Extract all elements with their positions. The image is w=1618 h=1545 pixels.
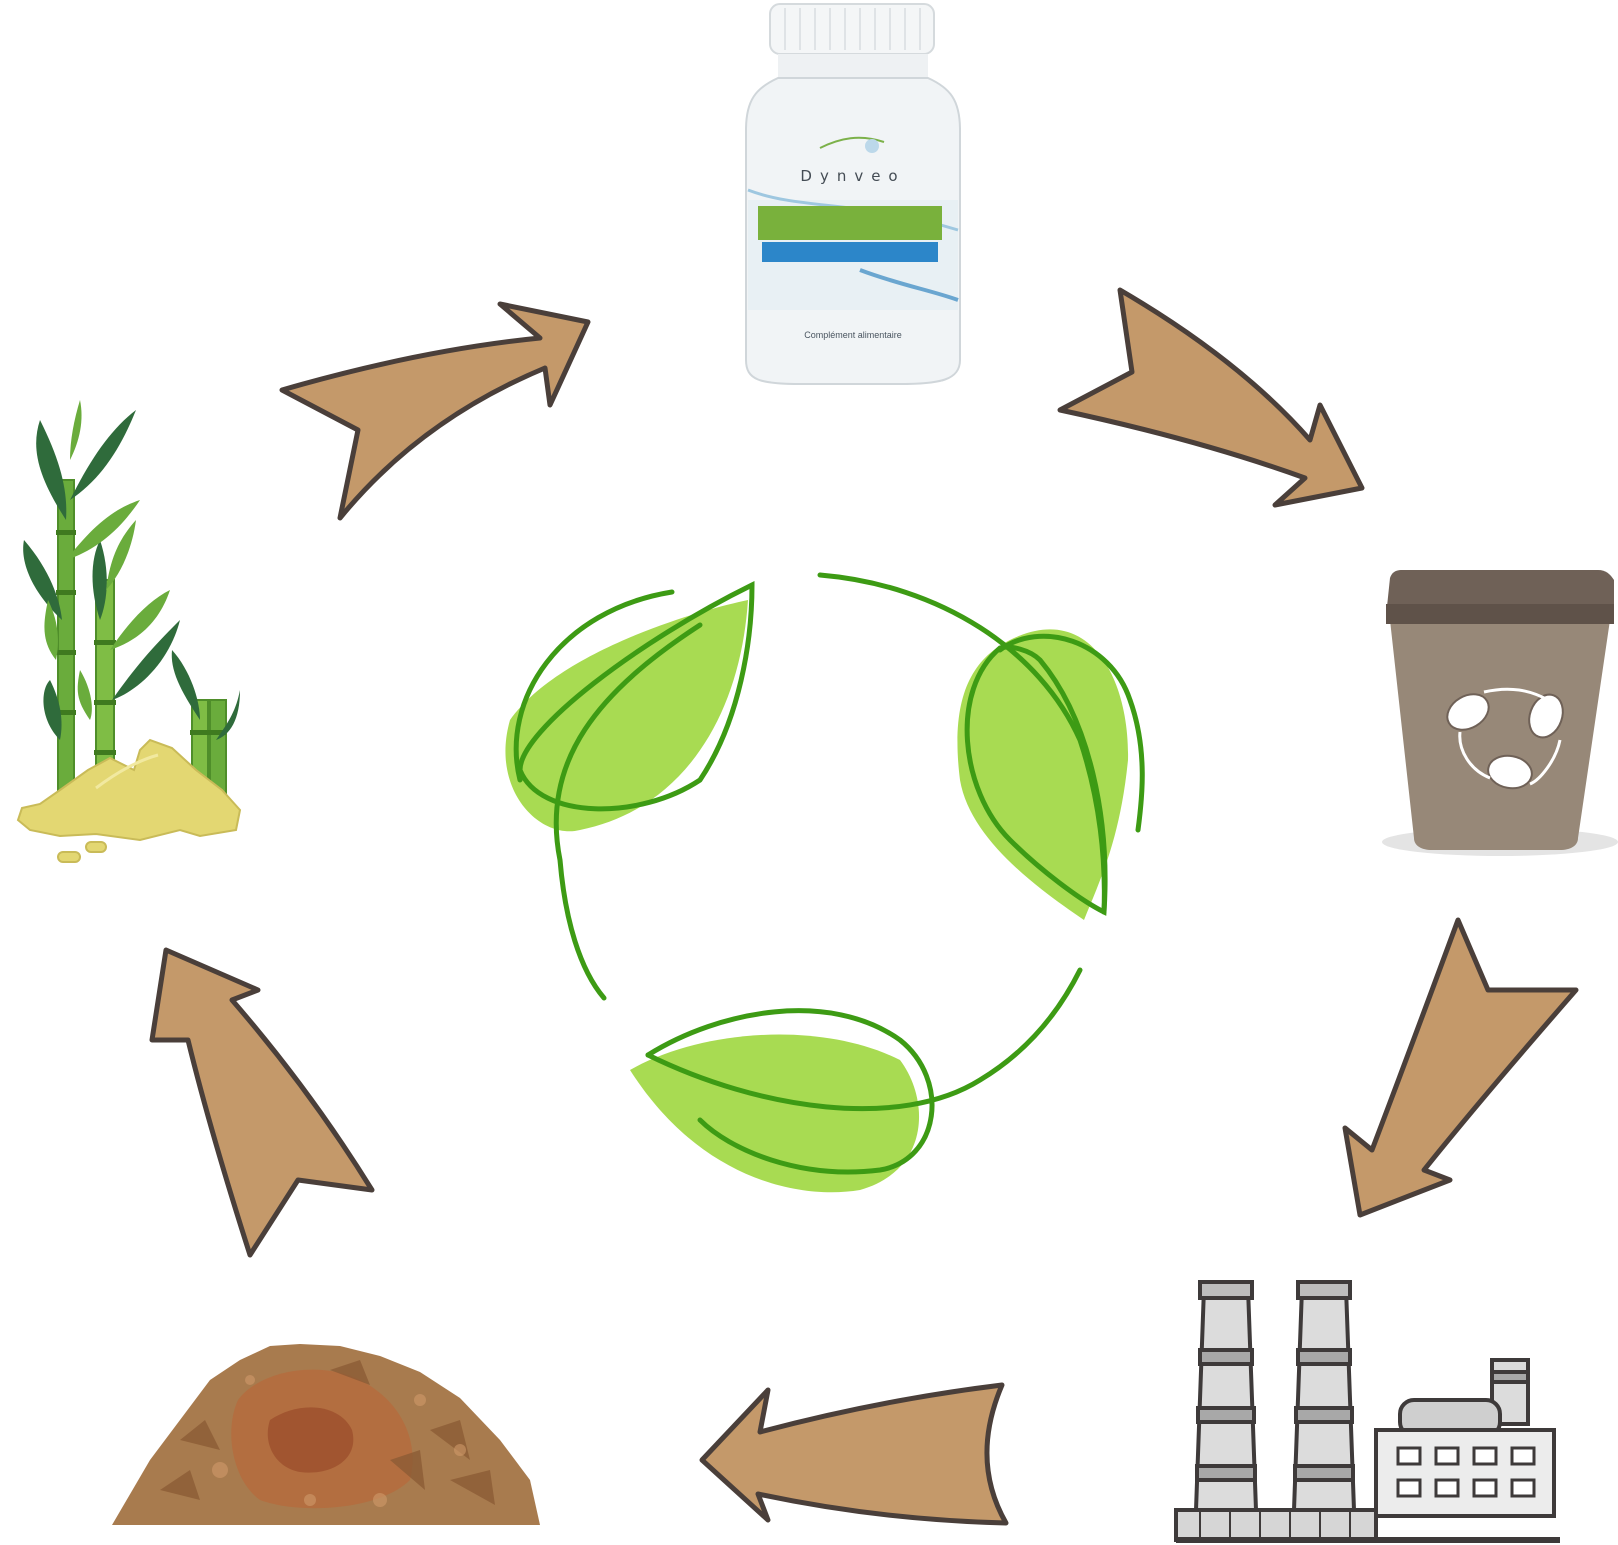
bin-recycle-icon xyxy=(1446,693,1564,790)
compost-bin xyxy=(1382,570,1618,856)
arrow-compost-to-cane xyxy=(149,947,375,1258)
recycle-leaves-icon xyxy=(505,572,1145,1193)
arrow-cane-to-bottle xyxy=(279,301,591,521)
sugarcane xyxy=(16,400,242,863)
arrow-bottle-to-bin xyxy=(1057,287,1365,508)
factory xyxy=(1174,1280,1560,1543)
bottle-bottom-label: Complément alimentaire xyxy=(804,330,902,340)
bottle-brand-label: Dynveo xyxy=(800,167,905,185)
supplement-bottle: Dynveo Complément alimentaire xyxy=(745,3,961,385)
arrow-factory-to-compost xyxy=(699,1382,1009,1526)
arrow-bin-to-factory xyxy=(1342,917,1579,1218)
compost-pile xyxy=(112,1344,540,1525)
